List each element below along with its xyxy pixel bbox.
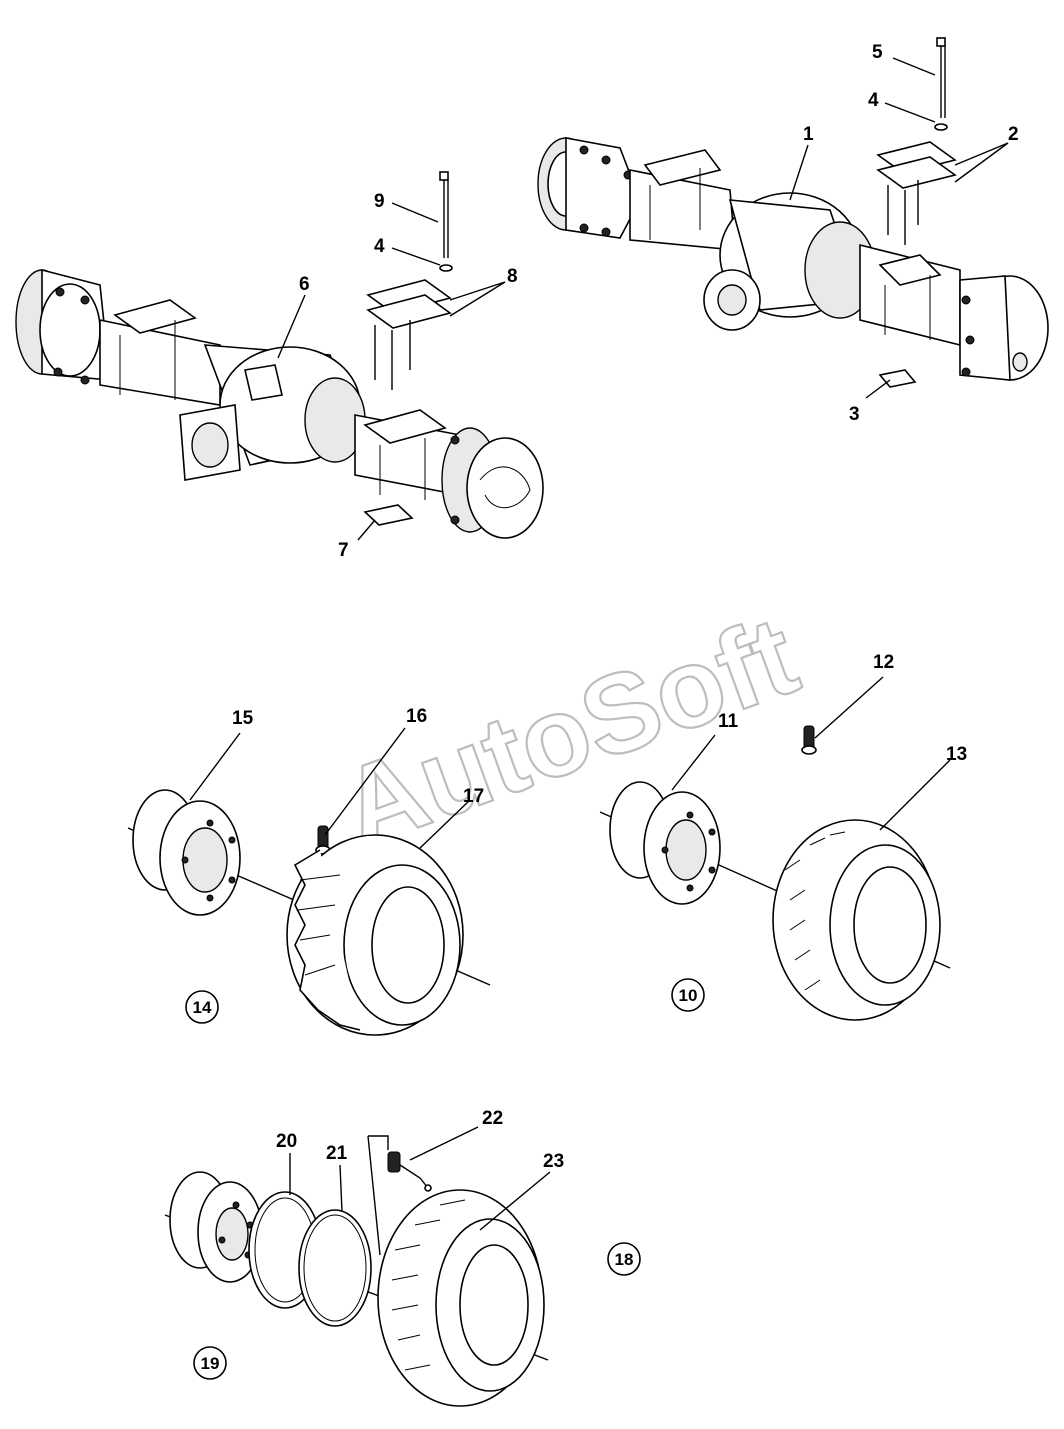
group-14: 14 <box>185 990 219 1024</box>
bolt-9 <box>439 171 449 258</box>
group-labels: 14 10 18 19 <box>185 978 705 1380</box>
washer-4a <box>934 123 948 131</box>
callouts: 5 4 2 1 3 9 4 8 6 7 15 16 17 11 12 13 20… <box>232 42 1019 1172</box>
group-14-text: 14 <box>193 998 212 1017</box>
valve-12 <box>801 725 817 755</box>
callout-2: 2 <box>1008 124 1019 145</box>
mount-plates-8 <box>366 279 452 390</box>
tire-13 <box>772 819 941 1021</box>
group-18: 18 <box>607 1242 641 1276</box>
watermark-text: AutoSoft <box>325 592 812 871</box>
mount-plates-2 <box>876 141 957 245</box>
callout-13: 13 <box>946 744 967 765</box>
valve-22 <box>367 1135 432 1256</box>
group-19: 19 <box>193 1346 227 1380</box>
callout-12: 12 <box>873 652 894 673</box>
callout-7: 7 <box>338 540 349 561</box>
group-19-text: 19 <box>201 1354 220 1373</box>
tire-17 <box>286 834 464 1036</box>
callout-4: 4 <box>374 236 385 257</box>
callout-23: 23 <box>543 1151 564 1172</box>
callout-17: 17 <box>463 786 484 807</box>
rim-15 <box>127 789 491 986</box>
watermark: AutoSoft <box>324 591 813 872</box>
plate-3 <box>878 369 917 388</box>
group-10: 10 <box>671 978 705 1012</box>
ring-20 <box>298 1209 372 1327</box>
axle-assembly-6 <box>15 268 544 539</box>
callout-15: 15 <box>232 708 254 729</box>
leader-lines <box>189 57 1009 1231</box>
callout-3: 3 <box>849 404 860 425</box>
tire-23 <box>377 1189 545 1407</box>
callout-6: 6 <box>299 274 310 295</box>
callout-16: 16 <box>406 706 427 727</box>
plate-7 <box>363 504 414 526</box>
bolt-5 <box>936 37 946 118</box>
rim-11 <box>599 781 951 969</box>
callout-20: 21 <box>326 1143 348 1164</box>
group-18-text: 18 <box>615 1250 634 1269</box>
rim-19 <box>164 1171 549 1361</box>
callout-11: 11 <box>718 711 739 732</box>
group-10-text: 10 <box>679 986 698 1005</box>
axle-assembly-1 <box>537 137 1049 381</box>
washer-4b <box>439 264 453 272</box>
callout-21: 20 <box>276 1131 297 1152</box>
callout-1: 1 <box>803 124 814 145</box>
callout-5: 5 <box>872 42 883 63</box>
callout-22: 22 <box>482 1108 503 1129</box>
callout-9: 9 <box>374 191 385 212</box>
callout-8: 8 <box>507 266 518 287</box>
callout-4: 4 <box>868 90 879 111</box>
